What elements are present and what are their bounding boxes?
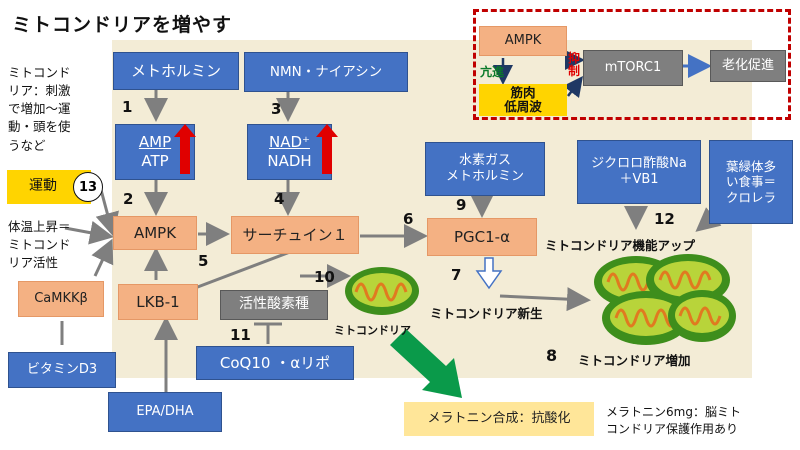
box-metformin: メトホルミン <box>113 52 239 90</box>
inset-inhibit-label: 抑 制 <box>568 51 581 79</box>
inset-panel <box>473 9 791 120</box>
inset-muscle-box: 筋肉 低周波 <box>479 84 567 116</box>
nad-label: NAD⁺ <box>269 133 310 152</box>
amp-label: AMP <box>138 133 172 152</box>
step-number-6: 6 <box>403 210 414 228</box>
label-mito-biogenesis: ミトコンドリア新生 <box>430 306 543 321</box>
note-melatonin: メラトニン6mg：脳ミト コンドリア保護作用あり <box>606 405 741 437</box>
step-number-1: 1 <box>122 98 133 116</box>
box-hydrogen-metformin: 水素ガス メトホルミン <box>425 142 545 196</box>
inset-mtorc1-box: mTORC1 <box>583 50 683 86</box>
red-up-arrow-icon <box>316 124 338 174</box>
green-arrow-icon <box>390 329 462 398</box>
box-nmn-niacin: NMN・ナイアシン <box>244 52 408 92</box>
nadh-label: NADH <box>267 152 312 170</box>
hydrogen-label: 水素ガス <box>458 152 511 168</box>
box-ampk: AMPK <box>113 216 197 250</box>
mitochondria-cluster-icon <box>594 254 736 345</box>
step-number-11: 11 <box>230 326 251 344</box>
inset-ampk-box: AMPK <box>479 26 567 56</box>
mitochondria-icon <box>345 267 419 315</box>
box-sirtuin1: サーチュイン１ <box>231 216 359 254</box>
page-title: ミトコンドリアを増やす <box>12 14 233 36</box>
step-number-13: 13 <box>73 172 103 202</box>
step-number-7: 7 <box>451 266 462 284</box>
atp-label: ATP <box>141 152 169 170</box>
step-number-12: 12 <box>654 210 675 228</box>
inset-promote-label: 亢進 <box>480 65 505 79</box>
box-dichloroacetate: ジクロロ酢酸Na ＋VB1 <box>577 140 701 204</box>
box-epa-dha: EPA/DHA <box>108 392 222 432</box>
label-mito-function-up: ミトコンドリア機能アップ <box>545 238 696 253</box>
box-lkb1: LKB-1 <box>118 284 198 320</box>
inset-lowfreq-label: 低周波 <box>504 99 542 114</box>
box-chlorella: 葉緑体多 い食事＝ クロレラ <box>709 140 793 224</box>
inset-aging-box: 老化促進 <box>710 50 786 82</box>
box-vitamin-d3: ビタミンD3 <box>8 352 116 388</box>
inset-muscle-label: 筋肉 <box>510 85 536 101</box>
step-number-4: 4 <box>274 190 285 208</box>
step-number-2: 2 <box>123 190 134 208</box>
note-body-temp: 体温上昇＝ ミトコンド リア活性 <box>8 219 71 271</box>
red-up-arrow-icon <box>174 124 196 174</box>
box-coq10-lipoic: CoQ10 ・αリポ <box>196 346 354 380</box>
box-camkk-beta: CaMKKβ <box>18 281 104 317</box>
step-number-10: 10 <box>314 268 335 286</box>
box-pgc1a: PGC1-α <box>427 218 537 256</box>
down-hollow-arrow-icon <box>475 257 503 290</box>
step-number-3: 3 <box>271 100 282 118</box>
label-mito-increase: ミトコンドリア増加 <box>578 353 691 368</box>
box-ros: 活性酸素種 <box>220 290 328 320</box>
box-melatonin: メラトニン合成：抗酸化 <box>404 402 594 436</box>
note-stimulus: ミトコンド リア：刺激 で増加〜運 動・頭を使 うなど <box>8 65 71 153</box>
step-number-5: 5 <box>198 252 209 270</box>
vb1-label: ＋VB1 <box>619 172 659 187</box>
label-mitochondria: ミトコンドリア <box>334 324 411 337</box>
step-number-9: 9 <box>456 196 467 214</box>
metformin2-label: メトホルミン <box>445 169 524 184</box>
step-number-8: 8 <box>546 346 558 365</box>
dichloro-label: ジクロロ酢酸Na <box>591 155 687 171</box>
